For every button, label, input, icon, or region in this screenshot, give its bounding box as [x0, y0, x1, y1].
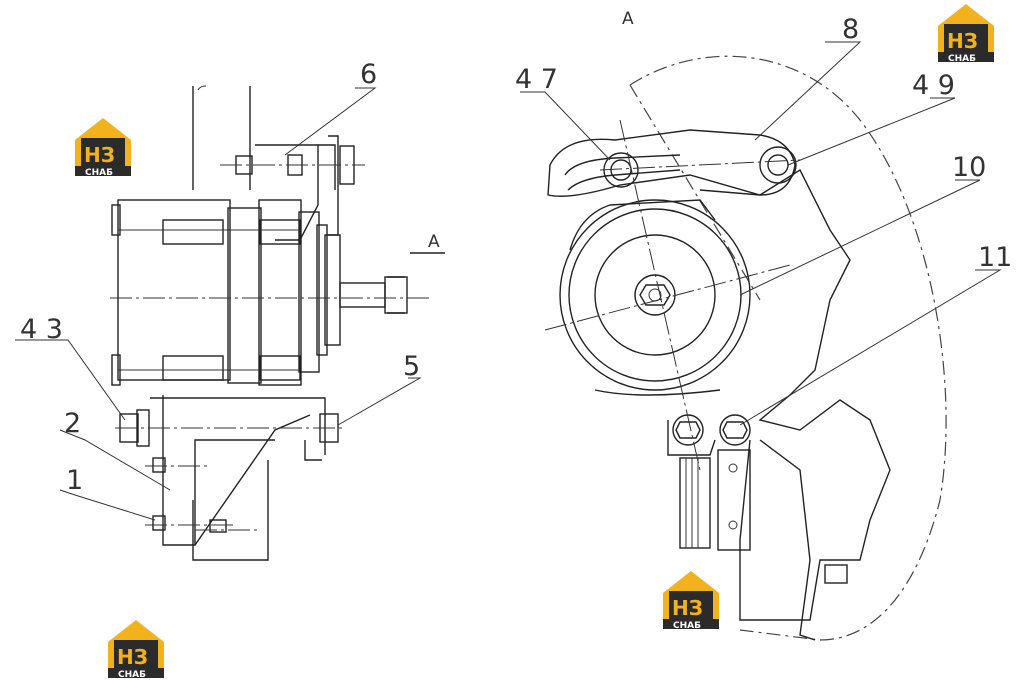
alternator-body [559, 199, 751, 391]
callout-11: 11 [978, 242, 1012, 273]
bolt-49 [759, 146, 797, 184]
watermark-sub: СНАБ [85, 168, 113, 178]
watermark-letters: НЗ [947, 29, 978, 53]
watermark-letters: НЗ [117, 645, 148, 669]
watermark-logo: НЗ СНАБ [663, 571, 719, 631]
watermark-sub: СНАБ [118, 670, 146, 680]
view-label-top: A [622, 9, 634, 29]
watermark-letters: НЗ [84, 143, 115, 167]
callout-1: 1 [66, 465, 83, 496]
callout-10: 10 [952, 152, 986, 183]
tension-arm [547, 129, 796, 197]
watermark-letters: НЗ [672, 596, 703, 620]
callout-2: 2 [64, 408, 81, 439]
watermark-sub: СНАБ [948, 54, 976, 64]
alternator-housing [117, 199, 231, 381]
side-view: A [15, 85, 445, 561]
callout-49: 4 9 [912, 70, 955, 101]
callout-43: 4 3 [20, 314, 63, 345]
fan-outline [629, 55, 947, 641]
callout-8: 8 [842, 14, 859, 45]
front-view: A [520, 9, 1002, 641]
watermark-logo: НЗ СНАБ [938, 4, 994, 64]
watermark-logo: НЗ СНАБ [108, 620, 164, 680]
watermark-logo: НЗ СНАБ [75, 118, 131, 178]
watermark-sub: СНАБ [673, 621, 701, 631]
callout-6: 6 [360, 59, 377, 90]
view-arrow-label: A [428, 232, 440, 252]
callout-47: 4 7 [515, 64, 558, 95]
callout-5: 5 [403, 351, 420, 382]
